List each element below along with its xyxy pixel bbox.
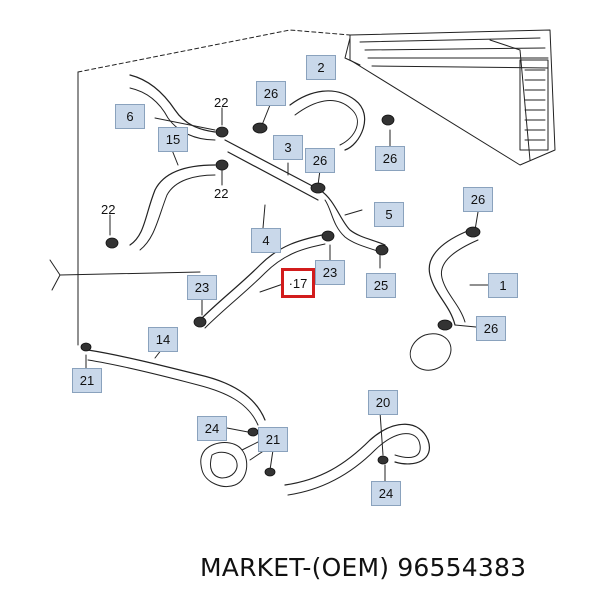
part-label-15: 15 bbox=[158, 127, 188, 152]
part-label-6: 6 bbox=[115, 104, 145, 129]
hose-20 bbox=[284, 423, 431, 486]
clamp bbox=[215, 126, 229, 138]
footer-part-number: MARKET-(OEM) 96554383 bbox=[200, 553, 527, 582]
part-label-3: 3 bbox=[273, 135, 303, 160]
clamp bbox=[377, 455, 389, 465]
part-label-14: 14 bbox=[148, 327, 178, 352]
part-label-23: 23 bbox=[315, 260, 345, 285]
clamp bbox=[105, 237, 119, 249]
clamp bbox=[381, 114, 395, 126]
part-label-24: 24 bbox=[197, 416, 227, 441]
hose-6 bbox=[129, 74, 216, 133]
part-label-21: 21 bbox=[258, 427, 288, 452]
part-label-26: 26 bbox=[256, 81, 286, 106]
part-label-4: 4 bbox=[251, 228, 281, 253]
clamp bbox=[437, 319, 453, 331]
part-number-22: 22 bbox=[214, 186, 229, 201]
clamp bbox=[465, 226, 481, 238]
part-label-2: 2 bbox=[306, 55, 336, 80]
clamp bbox=[321, 230, 335, 242]
hose-2 bbox=[289, 90, 366, 151]
radiator bbox=[344, 29, 556, 166]
part-number-22: 22 bbox=[101, 202, 116, 217]
part-label-21: 21 bbox=[72, 368, 102, 393]
part-label-20: 20 bbox=[368, 390, 398, 415]
clamp bbox=[264, 467, 276, 477]
clamp bbox=[310, 182, 326, 194]
part-label-26: 26 bbox=[476, 316, 506, 341]
frame-line bbox=[59, 271, 201, 276]
part-label-26: 26 bbox=[463, 187, 493, 212]
clamp bbox=[80, 342, 92, 352]
frame-line bbox=[77, 29, 351, 73]
part-label-17-highlighted: ·17 bbox=[281, 268, 315, 298]
hose-1 bbox=[428, 229, 471, 326]
clamp bbox=[215, 159, 229, 171]
clamp bbox=[375, 244, 389, 256]
hose-17 bbox=[199, 234, 323, 321]
part-label-5: 5 bbox=[374, 202, 404, 227]
hose-14 bbox=[87, 349, 266, 421]
part-label-23: 23 bbox=[187, 275, 217, 300]
hose-15 bbox=[129, 164, 216, 246]
part-label-24: 24 bbox=[371, 481, 401, 506]
thermostat-housing bbox=[409, 333, 452, 371]
clamp bbox=[252, 122, 268, 134]
clamp bbox=[193, 316, 207, 328]
part-number-22: 22 bbox=[214, 95, 229, 110]
part-label-1: 1 bbox=[488, 273, 518, 298]
part-label-26: 26 bbox=[375, 146, 405, 171]
part-label-26: 26 bbox=[305, 148, 335, 173]
part-label-25: 25 bbox=[366, 273, 396, 298]
frame-line bbox=[49, 259, 61, 291]
hose-5 bbox=[319, 189, 386, 246]
clamp bbox=[247, 427, 259, 437]
pipe-3 bbox=[224, 139, 321, 201]
